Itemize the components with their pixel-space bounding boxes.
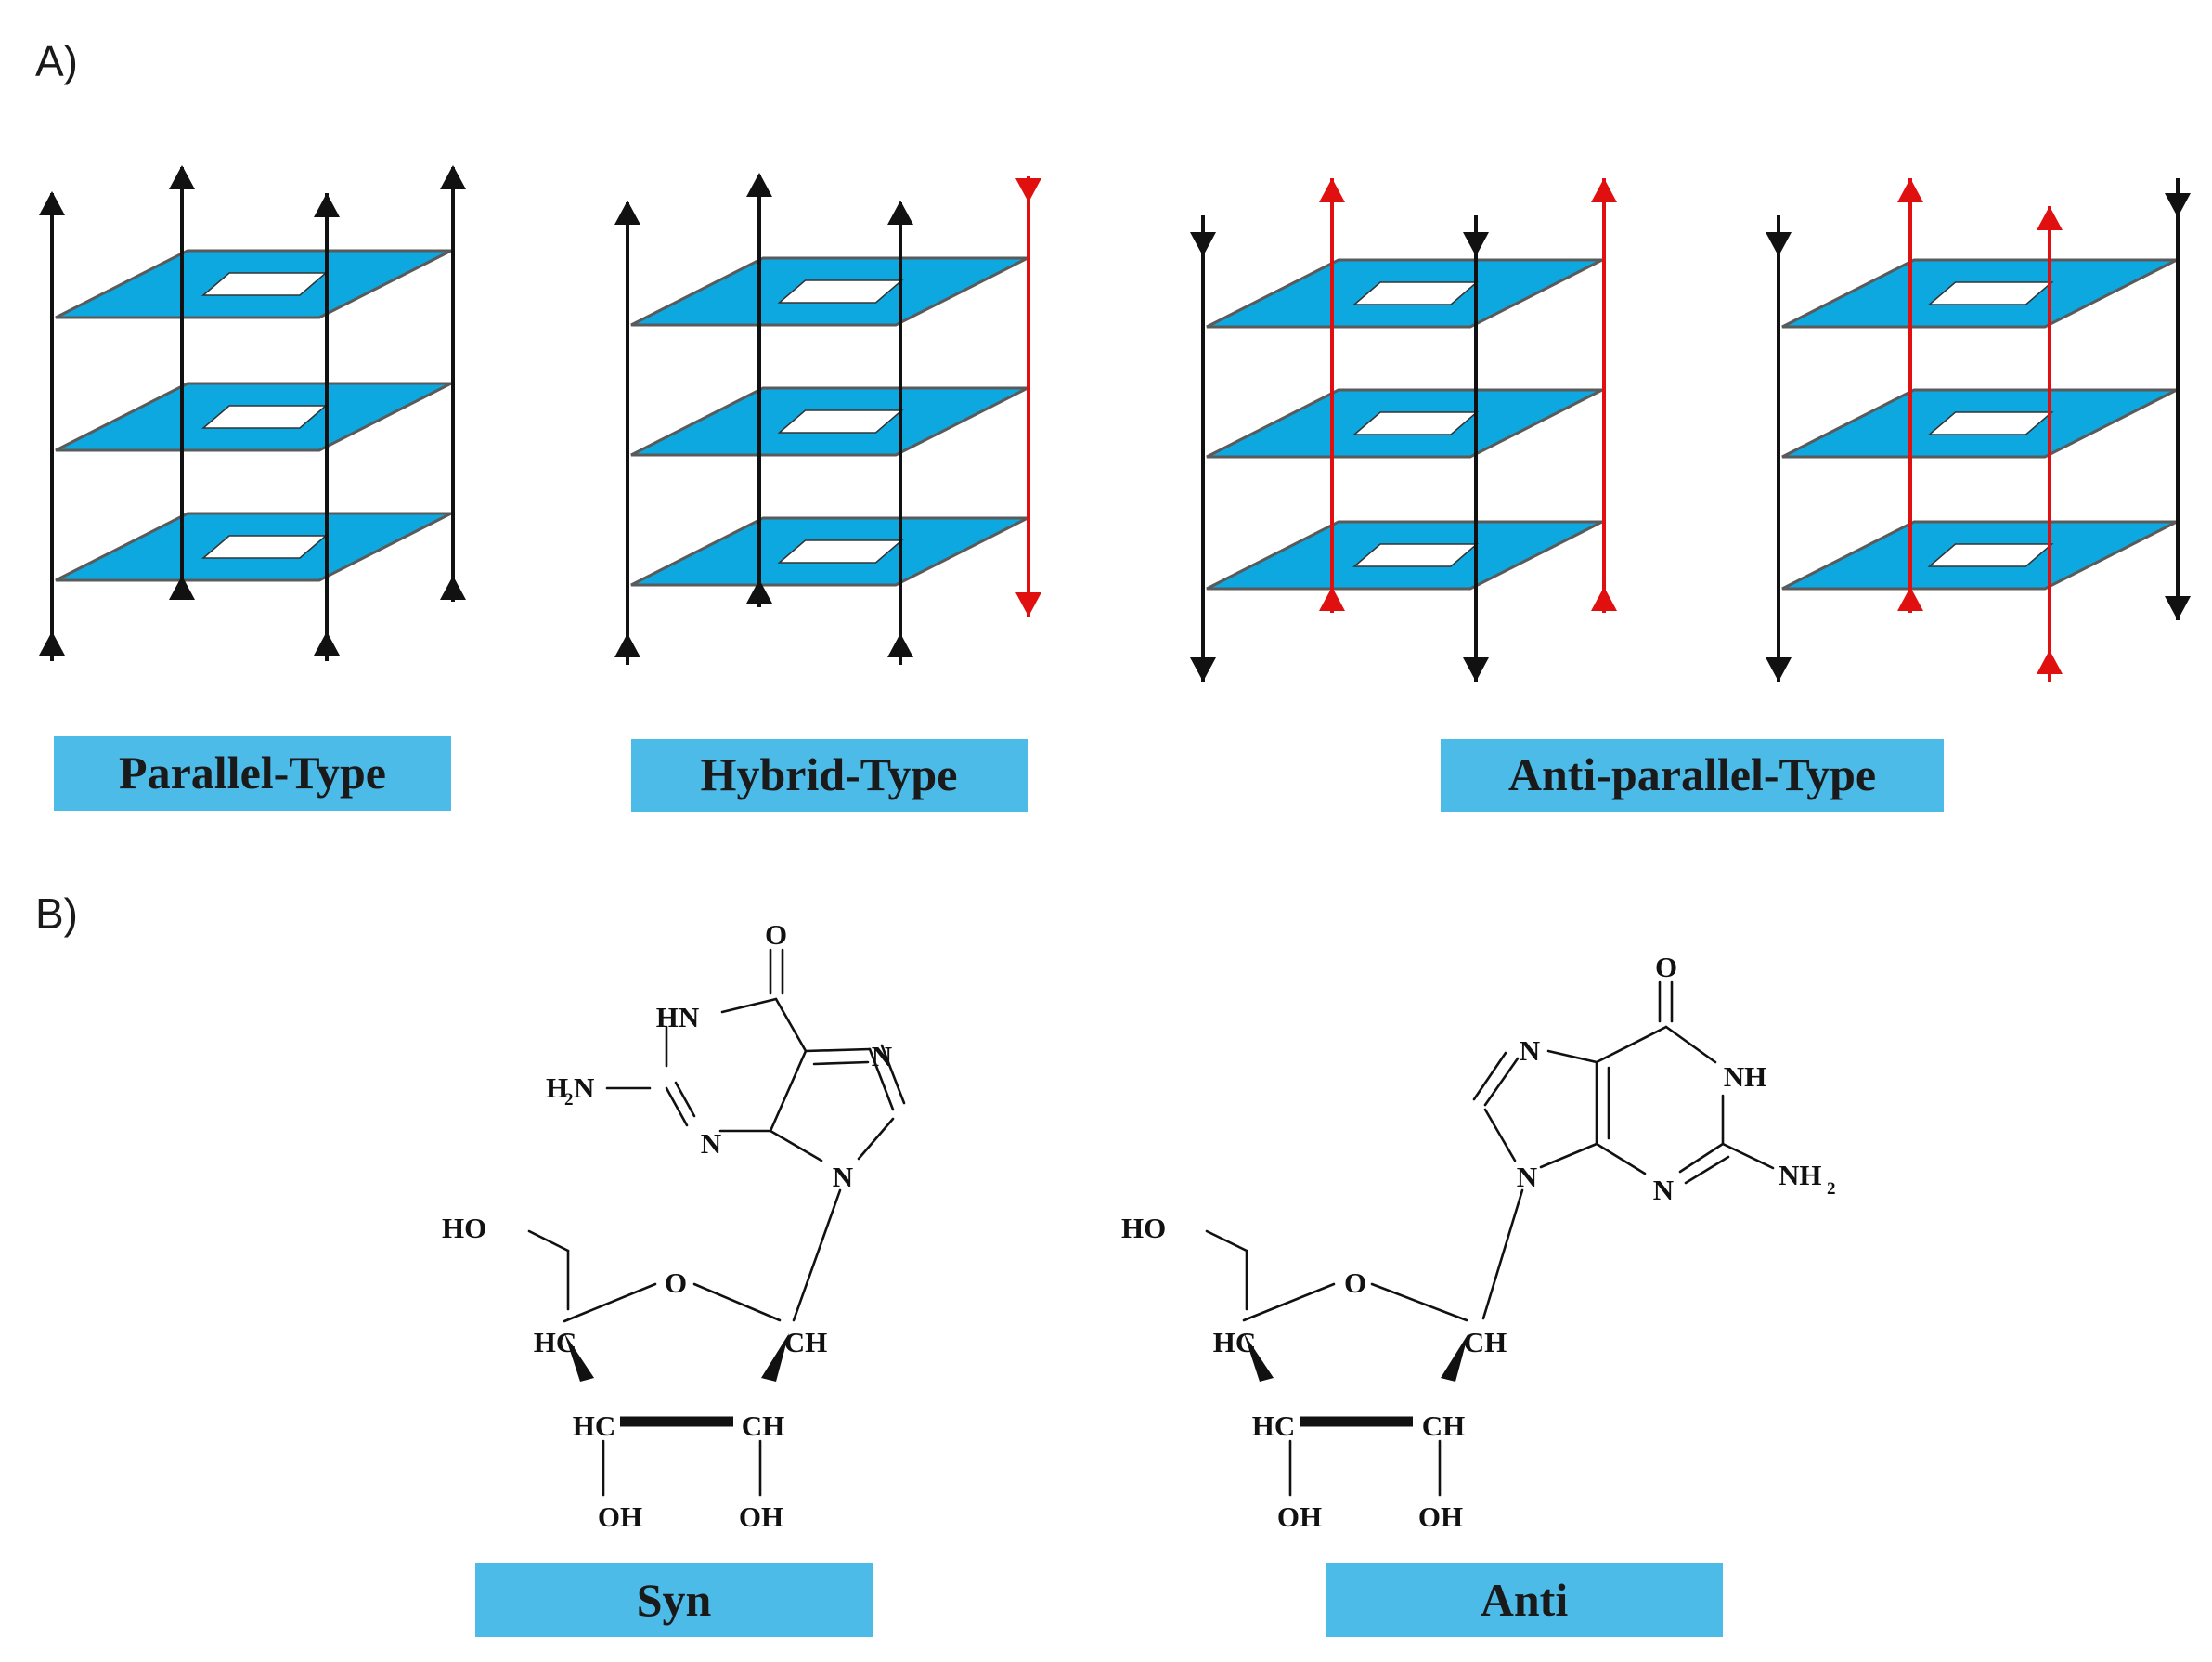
syn-oh2: OH [739, 1500, 783, 1533]
syn-guanosine-structure: O HN H 2 N N N N HO O HC CH HC CH OH OH [442, 918, 906, 1533]
hybrid-label-box [631, 739, 1028, 812]
strand-3-arrowhead-1 [887, 201, 913, 225]
strand-1-arrowhead-2 [1190, 657, 1216, 682]
syn-n9: N [833, 1161, 853, 1193]
strand-4-arrowhead-1 [440, 165, 466, 189]
anti-hc3: HC [1252, 1409, 1296, 1442]
strand-3-arrowhead-1 [2037, 206, 2063, 230]
syn-label-text: Syn [637, 1574, 712, 1626]
syn-n3: N [701, 1127, 721, 1160]
parallel-label-text: Parallel-Type [119, 747, 386, 799]
quartet-center-2 [1927, 411, 2054, 435]
strand-1-arrowhead-1 [1190, 232, 1216, 256]
syn-ch1: CH [784, 1326, 828, 1358]
antiparallel-quadruplex-diagram-1 [1190, 178, 1617, 682]
quartet-center-1 [1927, 281, 2054, 305]
strand-3-arrowhead-2 [1463, 657, 1489, 682]
anti-ho: HO [1121, 1212, 1166, 1244]
parallel-label-box [54, 736, 451, 811]
antiparallel-quadruplex-diagram-2 [1766, 178, 2191, 682]
anti-n7: N [1520, 1034, 1540, 1067]
antiparallel-label-box [1441, 739, 1944, 812]
strand-1-arrowhead-1 [614, 201, 640, 225]
strand-4-arrowhead-1 [2165, 193, 2191, 217]
syn-o-ring: O [665, 1266, 687, 1299]
syn-o-carbonyl: O [765, 918, 787, 951]
panel-b-letter: B) [35, 889, 78, 938]
anti-nh: NH [1724, 1060, 1767, 1093]
antiparallel-label-text: Anti-parallel-Type [1508, 748, 1876, 800]
strand-2-arrowhead-2 [746, 579, 772, 604]
strand-1-arrowhead-1 [1766, 232, 1792, 256]
strand-1-arrowhead-2 [614, 633, 640, 657]
syn-n7: N [872, 1040, 892, 1072]
strand-1-arrowhead-2 [39, 631, 65, 656]
parallel-quadruplex-diagram [39, 165, 466, 661]
syn-oh3: OH [598, 1500, 642, 1533]
hybrid-type-label: Hybrid-Type [631, 739, 1028, 812]
anti-nh2-n: NH [1779, 1159, 1822, 1191]
anti-nh2-sub: 2 [1827, 1179, 1836, 1199]
strand-2-arrowhead-2 [169, 576, 195, 600]
syn-h2n-n: N [574, 1071, 594, 1104]
strand-2-arrowhead-2 [1897, 587, 1923, 611]
syn-hn: HN [656, 1001, 700, 1033]
strand-3-arrowhead-2 [314, 631, 340, 656]
syn-ch2: CH [742, 1409, 785, 1442]
syn-label-box [475, 1563, 873, 1637]
strand-1-arrowhead-2 [1766, 657, 1792, 682]
anti-o-carbonyl: O [1655, 951, 1677, 983]
syn-ho: HO [442, 1212, 486, 1244]
strand-2-arrowhead-1 [169, 165, 195, 189]
syn-hc3: HC [573, 1409, 616, 1442]
syn-label: Syn [475, 1563, 873, 1637]
syn-hc4: HC [534, 1326, 577, 1358]
strand-2-arrowhead-2 [1319, 587, 1345, 611]
anti-label: Anti [1326, 1563, 1723, 1637]
anti-oh2: OH [1418, 1500, 1463, 1533]
strand-1-arrowhead-1 [39, 191, 65, 215]
anti-hc4: HC [1213, 1326, 1257, 1358]
antiparallel-type-label: Anti-parallel-Type [1441, 739, 1944, 812]
parallel-type-label: Parallel-Type [54, 736, 451, 811]
strand-3-arrowhead-2 [2037, 650, 2063, 674]
syn-h2n-sub: 2 [564, 1090, 574, 1110]
strand-2-arrowhead-1 [1319, 178, 1345, 202]
strand-3-arrowhead-1 [1463, 232, 1489, 256]
anti-n9: N [1517, 1161, 1537, 1193]
strand-4-arrowhead-2 [440, 576, 466, 600]
syn-h2n-h: H [546, 1071, 568, 1104]
anti-ch2: CH [1422, 1409, 1466, 1442]
anti-oh3: OH [1277, 1500, 1322, 1533]
panel-a-letter: A) [35, 37, 78, 85]
strand-4-arrowhead-2 [2165, 596, 2191, 620]
strand-3-arrowhead-2 [887, 633, 913, 657]
strand-4-arrowhead-2 [1591, 587, 1617, 611]
strand-4-arrowhead-1 [1015, 178, 1041, 202]
strand-4-arrowhead-2 [1015, 592, 1041, 617]
anti-n3: N [1653, 1174, 1674, 1206]
anti-label-text: Anti [1481, 1574, 1569, 1626]
strand-2-arrowhead-1 [746, 173, 772, 197]
anti-guanosine-structure: O NH NH 2 N N N HO O HC CH HC CH OH OH [1121, 951, 1836, 1533]
anti-ch1: CH [1464, 1326, 1507, 1358]
hybrid-quadruplex-diagram [614, 173, 1041, 665]
anti-o-ring: O [1344, 1266, 1366, 1299]
hybrid-label-text: Hybrid-Type [701, 748, 958, 800]
strand-2-arrowhead-1 [1897, 178, 1923, 202]
strand-4-arrowhead-1 [1591, 178, 1617, 202]
anti-label-box [1326, 1563, 1723, 1637]
quartet-center-3 [1927, 543, 2054, 567]
strand-3-arrowhead-1 [314, 193, 340, 217]
